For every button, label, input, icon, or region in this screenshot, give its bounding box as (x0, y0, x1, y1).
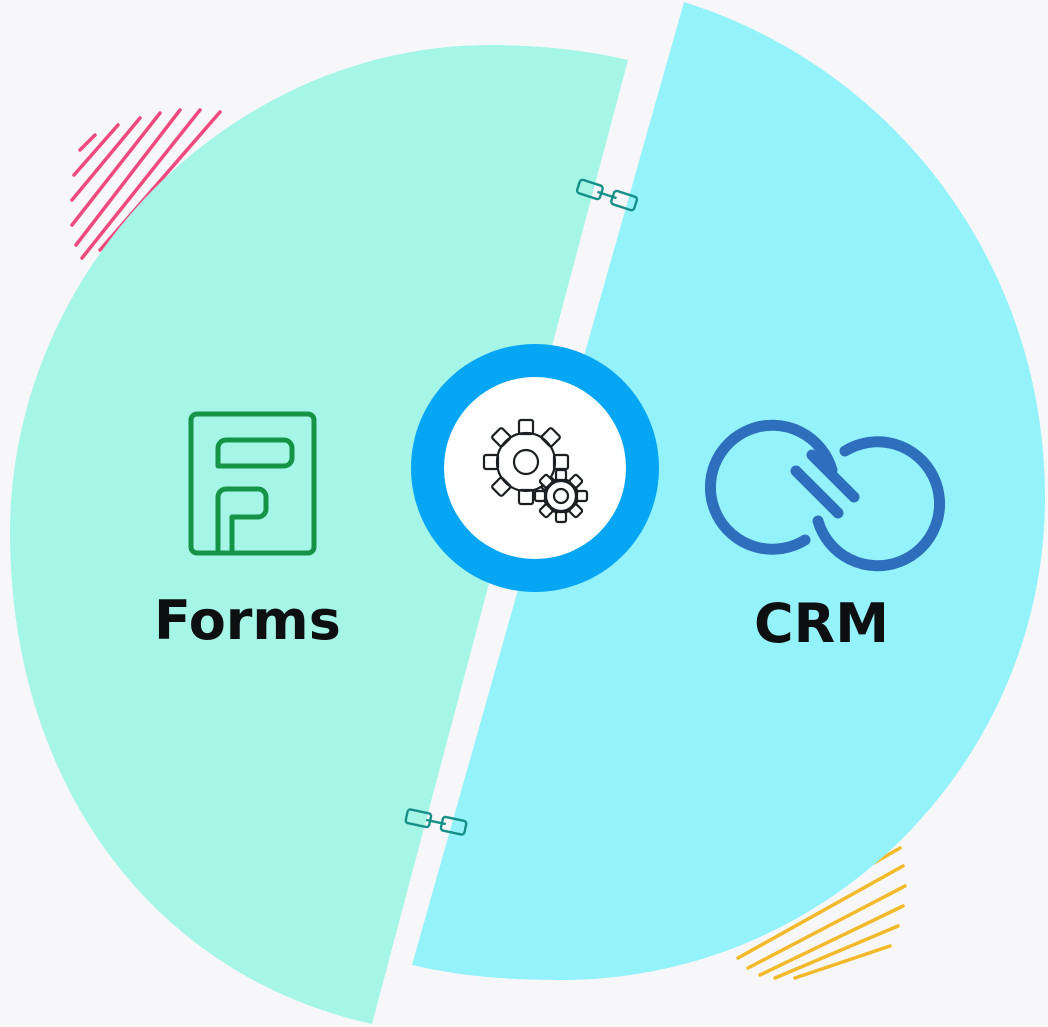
forms-label: Forms (154, 589, 341, 652)
center-gears-badge (411, 344, 659, 592)
yellow-stripes-decoration (728, 846, 907, 980)
chain-link-icon (575, 178, 639, 212)
zoho-crm-logo-icon (705, 419, 945, 572)
zoho-forms-logo-icon (188, 411, 317, 556)
gears-icon (482, 418, 589, 524)
chain-link-icon (404, 808, 468, 836)
forms-half-circle (10, 45, 628, 1024)
crm-half-circle (412, 2, 1045, 980)
crm-label: CRM (754, 592, 889, 655)
